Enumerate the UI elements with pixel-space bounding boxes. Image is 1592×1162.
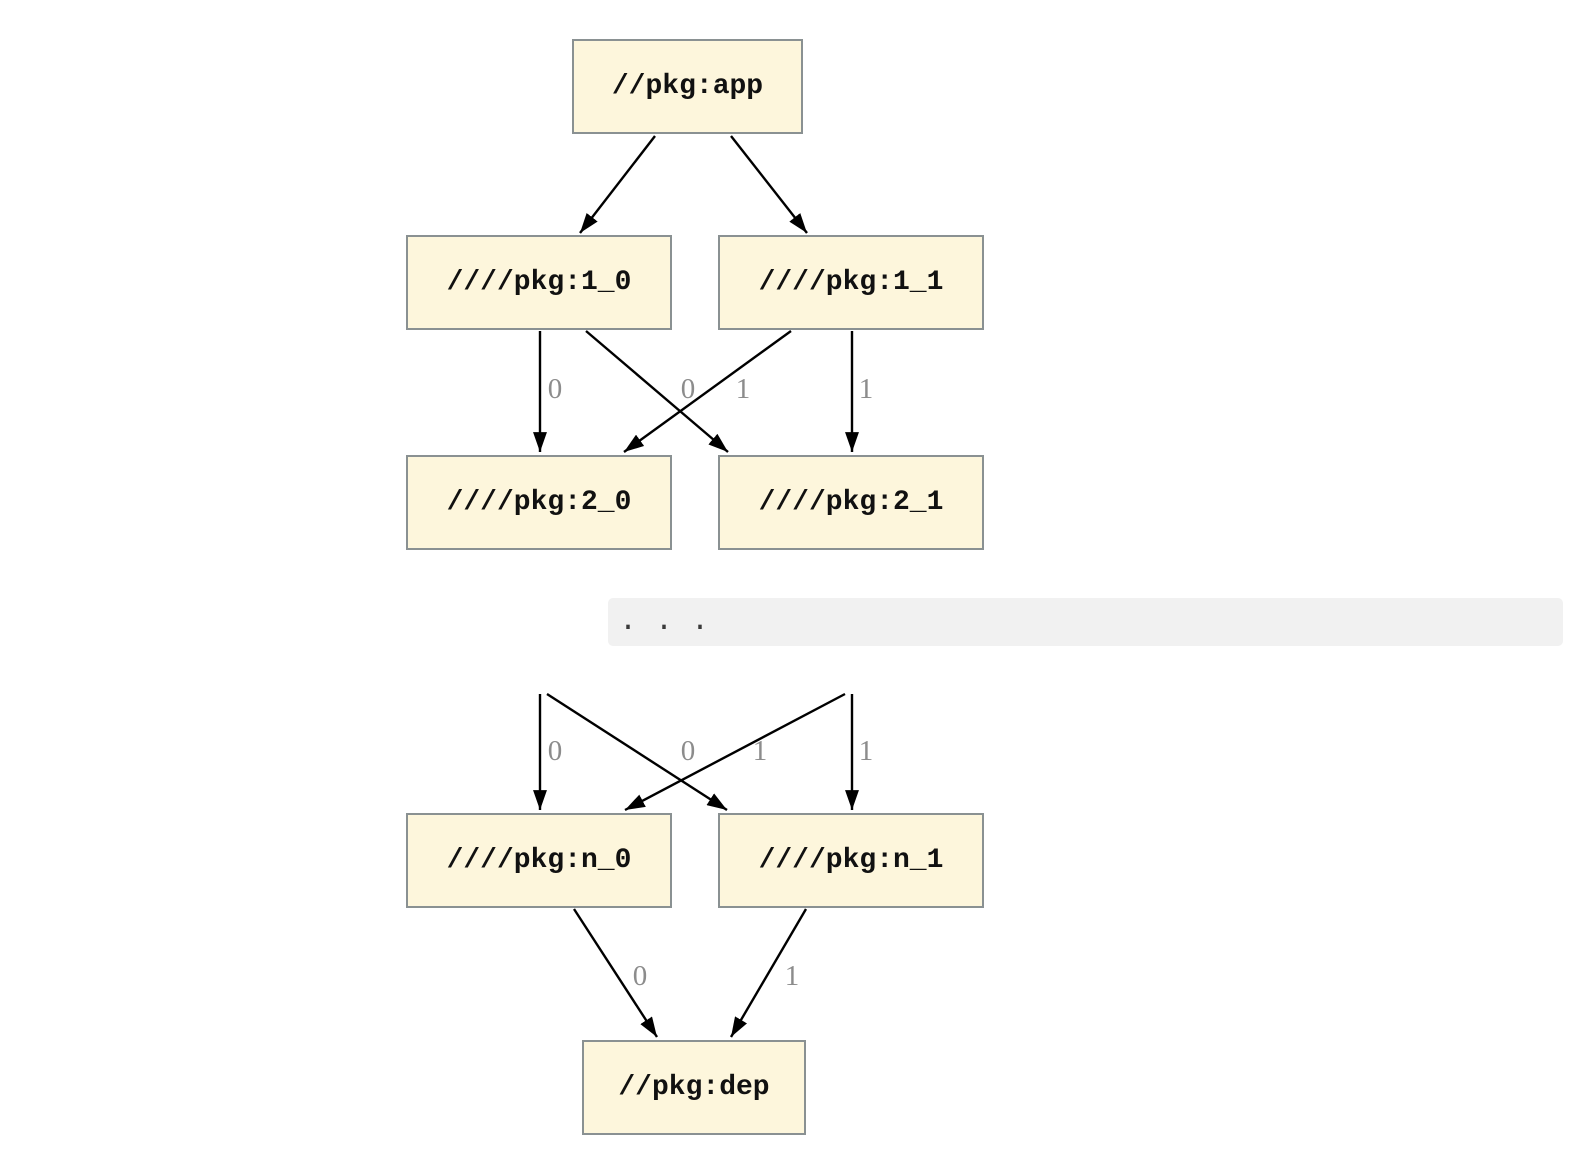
edge-dots-to-n_0-cross [624,692,846,812]
edge-app-to-1_1 [730,135,808,234]
node-label: ////pkg:1_1 [758,267,944,298]
edge-label-n_0-dep: 0 [633,960,648,992]
node-label: ////pkg:n_0 [446,845,632,876]
node-pkg-n_0: ////pkg:n_0 [406,813,672,908]
edge-label-dots-n_1-right: 1 [859,735,874,767]
node-label: //pkg:app [611,71,764,102]
node-pkg-app: //pkg:app [572,39,803,134]
edge-n_0-to-dep [572,908,659,1038]
edge-1_1-to-2_0 [623,330,792,453]
edge-label-1_0-2_0: 0 [548,373,563,405]
edge-n_1-to-dep [729,908,808,1038]
edge-label-1_1-2_1: 1 [859,373,874,405]
node-pkg-2_1: ////pkg:2_1 [718,455,984,550]
edge-label-n_1-dep: 1 [785,960,800,992]
edge-label-1_0-2_1: 1 [736,373,751,405]
edge-label-dots-n_1-cross: 1 [753,735,768,767]
edge-app-to-1_0 [579,135,656,234]
node-pkg-1_0: ////pkg:1_0 [406,235,672,330]
node-pkg-1_1: ////pkg:1_1 [718,235,984,330]
edge-label-1_1-2_0: 0 [681,373,696,405]
node-label: //pkg:dep [618,1072,770,1103]
edge-1_0-to-2_1 [585,330,729,453]
edge-label-dots-n_0-left: 0 [548,735,563,767]
node-label: ////pkg:2_0 [446,487,632,518]
node-label: ////pkg:1_0 [446,267,632,298]
ellipsis-bar: . . . [608,598,1563,646]
node-label: ////pkg:n_1 [758,845,944,876]
ellipsis-text: . . . [619,605,710,639]
node-label: ////pkg:2_1 [758,487,944,518]
node-pkg-2_0: ////pkg:2_0 [406,455,672,550]
edge-dots-to-n_1-cross [546,692,728,812]
node-pkg-dep: //pkg:dep [582,1040,806,1135]
node-pkg-n_1: ////pkg:n_1 [718,813,984,908]
edge-label-dots-n_0-cross: 0 [681,735,696,767]
